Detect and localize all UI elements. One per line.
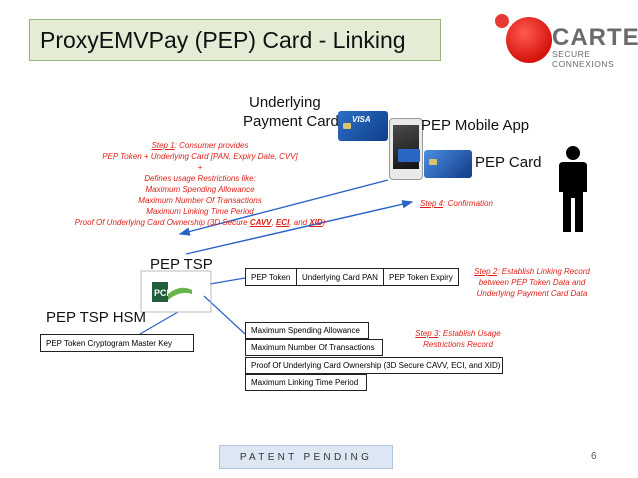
step1-line: + [197,163,203,172]
logo-circle [506,17,552,63]
page-number: 6 [591,451,597,462]
patent-pending-footer: PATENT PENDING [219,445,393,469]
tsp-to-restrictions-line [203,295,246,335]
step1-line: Maximum Number Of Transactions [138,196,262,205]
restriction-linking-time: Maximum Linking Time Period [245,374,367,391]
step2-note: Step 2: Establish Linking Record between… [470,266,594,299]
step1-last-start: Proof Of Underlying Card Ownership (3D S… [74,218,250,227]
pep-tsp-hsm-label: PEP TSP HSM [46,309,147,326]
phone-icon [389,118,423,180]
step1-heading-rest: : Consumer provides [174,141,249,150]
pep-card-chip-icon [429,159,437,165]
logo-tagline: SECURE CONNEXIONS [552,49,615,69]
pep-card-image [424,150,472,178]
pci-logo-icon: PCI [152,282,192,302]
step3-line2: Restrictions Record [423,340,493,349]
step1-cavv: CAVV [249,218,272,227]
step3-line1: : Establish Usage [438,329,501,338]
linking-cell-pep-token: PEP Token [245,268,297,286]
step4-note: Step 4: Confirmation [420,198,493,209]
slide-title: ProxyEMVPay (PEP) Card - Linking [29,19,441,61]
consumer-person-icon [559,146,587,232]
step4-heading: Step 4 [420,199,444,208]
visa-logo: VISA [352,115,371,124]
tsp-frame [140,270,212,313]
patent-pending-text: PATENT PENDING [239,451,373,463]
phone-screen [393,125,419,169]
pep-mobile-app-label: PEP Mobile App [421,117,530,134]
phone-card-icon [398,149,420,162]
step1-line: Defines usage Restrictions like: [144,174,256,183]
step2-line1: : Establish Linking Record [497,267,590,276]
step1-xid: XID [309,218,323,227]
step3-note: Step 3: Establish Usage Restrictions Rec… [410,328,506,350]
step1-eci: ECI [275,218,290,227]
slide-title-text: ProxyEMVPay (PEP) Card - Linking [40,26,406,53]
step1-sep: , and [289,218,310,227]
step1-heading: Step 1 [151,141,175,150]
step1-sep: , [271,218,276,227]
hsm-key-box: PEP Token Cryptogram Master Key [40,334,194,352]
step3-heading: Step 3 [415,329,439,338]
linking-cell-underlying-pan: Underlying Card PAN [296,268,384,286]
underlying-label-line2: Payment Card [243,113,339,130]
logo-dot [495,14,509,28]
step1-arrow [178,179,389,236]
step1-line: Maximum Spending Allowance [145,185,255,194]
step1-line: Maximum Linking Time Period [146,207,254,216]
tsp-to-linking-line [209,277,246,285]
restriction-ownership-proof: Proof Of Underlying Card Ownership (3D S… [245,357,503,374]
step1-line: PEP Token + Underlying Card [PAN, Expiry… [102,152,298,161]
step2-line3: Underlying Payment Card Data [476,289,588,298]
step1-note: Step 1: Consumer provides PEP Token + Un… [62,140,338,228]
card-chip-icon [343,123,351,129]
restriction-spending: Maximum Spending Allowance [245,322,369,339]
step1-last-line: Proof Of Underlying Card Ownership (3D S… [62,217,338,228]
linking-cell-token-expiry: PEP Token Expiry [383,268,459,286]
step2-line2: between PEP Token Data and [478,278,586,287]
step4-arrow [185,200,414,255]
step4-rest: : Confirmation [443,199,493,208]
tsp-to-hsm-line [139,311,179,335]
svg-text:PCI: PCI [154,288,169,298]
pep-card-label: PEP Card [475,154,542,171]
underlying-card-image: VISA [338,111,388,141]
underlying-label-line1: Underlying [249,94,321,111]
step2-heading: Step 2 [474,267,498,276]
pep-tsp-label: PEP TSP [150,256,213,273]
restriction-transactions: Maximum Number Of Transactions [245,339,383,356]
step1-end: ) [322,218,326,227]
